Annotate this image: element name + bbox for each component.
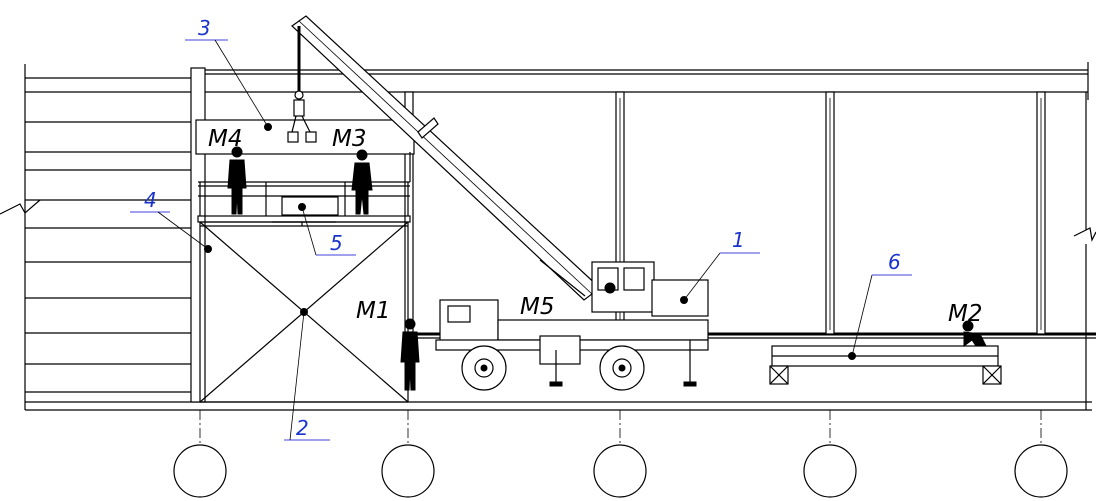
grid-axis-marker [381,410,435,498]
grid-axis-marker [593,410,647,498]
grid-axis-marker [173,410,227,498]
callout-4: 4 [144,188,157,212]
worker-figure [400,318,420,391]
callout-6: 6 [888,250,901,274]
leader-lines [130,39,912,441]
timber-support [769,365,789,385]
callout-2: 2 [296,416,309,440]
column [190,67,206,403]
marker-m2: M2 [948,301,982,327]
crane-boom [291,15,601,301]
crane-truck [435,299,709,391]
callout-1: 1 [732,228,745,252]
worker-figure [227,146,247,215]
crane-hook [287,26,317,143]
column [1036,91,1046,335]
existing-building-wall [0,64,192,410]
marker-m3: M3 [332,126,366,152]
beam-on-supports [769,320,1002,385]
grid-axis-marker [1014,410,1068,498]
grid-axes [173,410,1068,498]
roof-beam-element [195,119,415,182]
marker-m1: M1 [356,298,390,324]
callout-3: 3 [198,16,211,40]
grid-axis-marker [803,410,857,498]
marker-m4: M4 [208,126,242,152]
mobile-crane [287,15,709,391]
truck-wheel [461,345,507,391]
column [825,91,835,335]
crane-cab [591,261,709,317]
truck-wheel [599,345,645,391]
worker-figure [962,320,987,347]
timber-support [982,365,1002,385]
marker-m5: M5 [520,294,554,320]
callout-5: 5 [330,231,343,255]
worker-figure [351,149,373,215]
